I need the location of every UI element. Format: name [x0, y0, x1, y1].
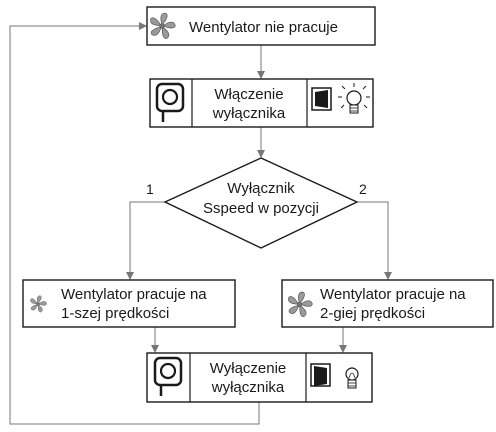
arrowhead	[339, 345, 347, 353]
arrowhead	[151, 345, 159, 353]
socket-icon	[155, 82, 185, 122]
switch-on-bulb-icon	[311, 83, 370, 114]
arrowhead	[384, 272, 392, 280]
switch-off-bulb-icon	[310, 363, 359, 389]
switch-on-label-line1: Włączenie	[214, 86, 283, 103]
branch-left-label: 1	[146, 181, 154, 197]
branch-left-line	[129, 201, 165, 272]
arrowhead	[126, 272, 134, 280]
arrowhead	[257, 150, 265, 158]
socket-icon	[153, 356, 183, 396]
speed1-label-line1: Wentylator pracuje na	[61, 286, 207, 303]
switch-on-label-line2: wyłącznika	[212, 105, 286, 122]
switch-on-box: Włączenie wyłącznika	[149, 78, 374, 128]
branch-right-label: 2	[359, 181, 367, 197]
arrowhead	[257, 71, 265, 79]
switch-off-label-line1: Wyłączenie	[210, 360, 287, 377]
speed1-box: Wentylator pracuje na 1-szej prędkości	[22, 279, 236, 328]
arrowhead	[139, 22, 147, 30]
switch-off-box: Wyłączenie wyłącznika	[146, 352, 373, 403]
branch-right-line	[357, 201, 389, 272]
start-label: Wentylator nie pracuje	[189, 19, 338, 36]
decision-label-line2: Sspeed w pozycji	[203, 200, 319, 217]
speed2-label-line1: Wentylator pracuje na	[320, 286, 466, 303]
decision-label-line1: Wyłącznik	[227, 180, 295, 197]
speed2-label-line2: 2-giej prędkości	[320, 305, 425, 322]
connectors	[9, 22, 392, 425]
loop-back-line	[9, 25, 260, 425]
speed1-label-line2: 1-szej prędkości	[61, 305, 169, 322]
switch-off-label-line2: wyłącznika	[211, 379, 285, 396]
speed2-box: Wentylator pracuje na 2-giej prędkości	[281, 279, 494, 328]
start-box: Wentylator nie pracuje	[146, 6, 376, 46]
decision-diamond: Wyłącznik Sspeed w pozycji	[163, 157, 359, 249]
